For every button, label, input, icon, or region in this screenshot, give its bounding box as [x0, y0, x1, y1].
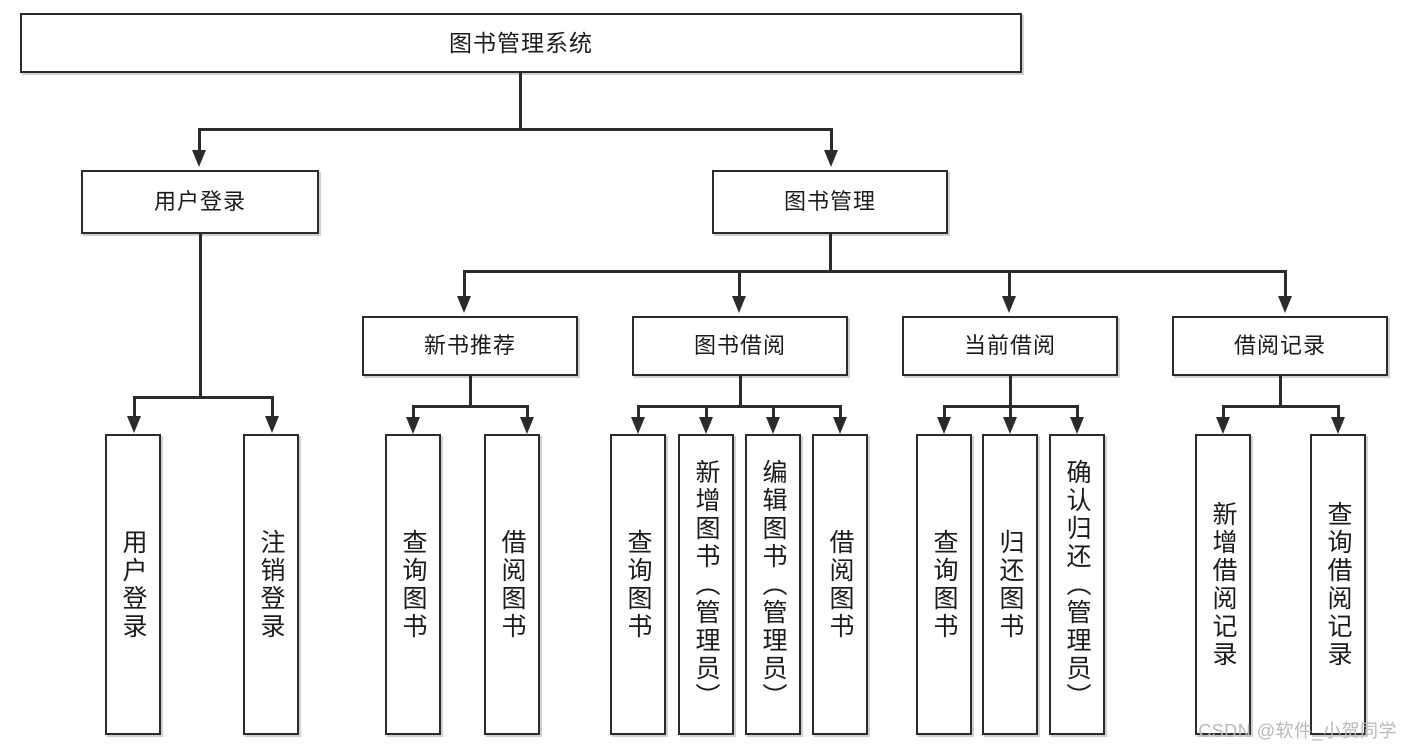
node-leaf-bookborrow-edit[interactable]: 编辑图书（管理员） — [745, 434, 801, 735]
connector-bookmgmt-bus — [463, 270, 1287, 273]
arrowhead-currentborrow-return — [1003, 417, 1017, 434]
connector-currentborrow-leg-3 — [1076, 405, 1079, 417]
node-label: 注销登录 — [257, 528, 285, 641]
arrowhead-currentborrow-query — [937, 417, 951, 434]
connector-bookborrow-leg-1 — [637, 405, 640, 417]
node-book-borrow[interactable]: 图书借阅 — [632, 316, 848, 376]
node-label: 归还图书 — [996, 528, 1024, 641]
connector-root-leg-right — [830, 128, 833, 150]
node-leaf-borrowrecord-add[interactable]: 新增借阅记录 — [1195, 434, 1251, 735]
node-leaf-currentborrow-return[interactable]: 归还图书 — [982, 434, 1038, 735]
node-leaf-currentborrow-confirm[interactable]: 确认归还（管理员） — [1049, 434, 1105, 735]
node-label: 图书管理系统 — [449, 29, 593, 56]
arrowhead-book-manage — [824, 150, 838, 167]
arrowhead-book-borrow — [732, 296, 746, 313]
node-leaf-newbook-borrow[interactable]: 借阅图书 — [484, 434, 540, 735]
connector-root-leg-left — [198, 128, 201, 150]
node-user-login[interactable]: 用户登录 — [81, 170, 319, 234]
node-leaf-currentborrow-query[interactable]: 查询图书 — [916, 434, 972, 735]
node-label: 图书管理 — [783, 189, 876, 215]
connector-borrowrecord-leg-2 — [1337, 405, 1340, 417]
connector-currentborrow-leg-2 — [1009, 405, 1012, 417]
connector-bookmgmt-leg-3 — [1008, 270, 1011, 296]
node-current-borrow[interactable]: 当前借阅 — [902, 316, 1118, 376]
connector-currentborrow-leg-1 — [943, 405, 946, 417]
connector-bookborrow-bus — [637, 405, 841, 408]
connector-bookmgmt-leg-2 — [738, 270, 741, 296]
node-label: 当前借阅 — [963, 333, 1056, 359]
arrowhead-bookborrow-query — [631, 417, 645, 434]
arrowhead-borrowrecord-query — [1331, 417, 1345, 434]
node-label: 借阅图书 — [498, 528, 526, 641]
arrowhead-current-borrow — [1002, 296, 1016, 313]
node-label: 新增图书（管理员） — [692, 458, 720, 711]
connector-currentborrow-stem — [1009, 376, 1012, 407]
connector-bookborrow-stem — [739, 376, 742, 407]
arrowhead-leaf-logout — [265, 416, 279, 433]
arrowhead-user-login — [192, 150, 206, 167]
connector-root-bus — [198, 128, 832, 131]
connector-bookmgmt-leg-4 — [1284, 270, 1287, 296]
connector-bookborrow-leg-3 — [772, 405, 775, 417]
node-label: 确认归还（管理员） — [1063, 458, 1091, 711]
connector-userlogin-leg-2 — [271, 396, 274, 416]
node-label: 编辑图书（管理员） — [759, 458, 787, 711]
arrowhead-currentborrow-confirm — [1070, 417, 1084, 434]
node-leaf-bookborrow-add[interactable]: 新增图书（管理员） — [678, 434, 734, 735]
node-label: 借阅图书 — [826, 528, 854, 641]
arrowhead-new-book-recommend — [457, 296, 471, 313]
node-leaf-borrowrecord-query[interactable]: 查询借阅记录 — [1310, 434, 1366, 735]
node-leaf-bookborrow-query[interactable]: 查询图书 — [610, 434, 666, 735]
connector-borrowrecord-bus — [1222, 405, 1339, 408]
node-label: 用户登录 — [153, 189, 246, 215]
node-label: 新书推荐 — [423, 333, 516, 359]
node-label: 查询图书 — [624, 528, 652, 641]
node-label: 借阅记录 — [1233, 333, 1326, 359]
node-label: 用户登录 — [119, 528, 147, 641]
node-label: 查询图书 — [399, 528, 427, 641]
arrowhead-borrowrecord-add — [1216, 417, 1230, 434]
connector-newbook-leg-1 — [412, 405, 415, 417]
csdn-watermark: CSDN @软件_小贺同学 — [1198, 721, 1397, 741]
node-leaf-user-login[interactable]: 用户登录 — [105, 434, 161, 735]
node-leaf-bookborrow-borrow[interactable]: 借阅图书 — [812, 434, 868, 735]
node-leaf-newbook-query[interactable]: 查询图书 — [385, 434, 441, 735]
connector-newbook-leg-2 — [526, 405, 529, 417]
arrowhead-bookborrow-borrow — [833, 417, 847, 434]
connector-root-stem — [519, 73, 522, 130]
connector-bookmgmt-stem — [829, 234, 832, 272]
connector-userlogin-bus — [133, 396, 273, 399]
arrowhead-leaf-user-login — [127, 416, 141, 433]
node-book-management[interactable]: 图书管理 — [712, 170, 948, 234]
arrowhead-bookborrow-edit — [766, 417, 780, 434]
arrowhead-borrow-record — [1278, 296, 1292, 313]
node-leaf-logout[interactable]: 注销登录 — [243, 434, 299, 735]
node-root-system[interactable]: 图书管理系统 — [20, 13, 1022, 73]
connector-bookborrow-leg-4 — [839, 405, 842, 417]
node-label: 新增借阅记录 — [1209, 500, 1237, 669]
connector-borrowrecord-leg-1 — [1222, 405, 1225, 417]
connector-userlogin-leg-1 — [133, 396, 136, 416]
node-label: 查询借阅记录 — [1324, 500, 1352, 669]
arrowhead-bookborrow-add — [699, 417, 713, 434]
node-label: 查询图书 — [930, 528, 958, 641]
connector-bookmgmt-leg-1 — [463, 270, 466, 296]
node-borrow-record[interactable]: 借阅记录 — [1172, 316, 1388, 376]
node-new-book-recommend[interactable]: 新书推荐 — [362, 316, 578, 376]
arrowhead-newbook-borrow — [520, 417, 534, 434]
connector-borrowrecord-stem — [1279, 376, 1282, 407]
node-label: 图书借阅 — [693, 333, 786, 359]
connector-userlogin-stem — [199, 234, 202, 398]
connector-newbook-bus — [412, 405, 528, 408]
connector-bookborrow-leg-2 — [705, 405, 708, 417]
connector-newbook-stem — [469, 376, 472, 407]
arrowhead-newbook-query — [406, 417, 420, 434]
